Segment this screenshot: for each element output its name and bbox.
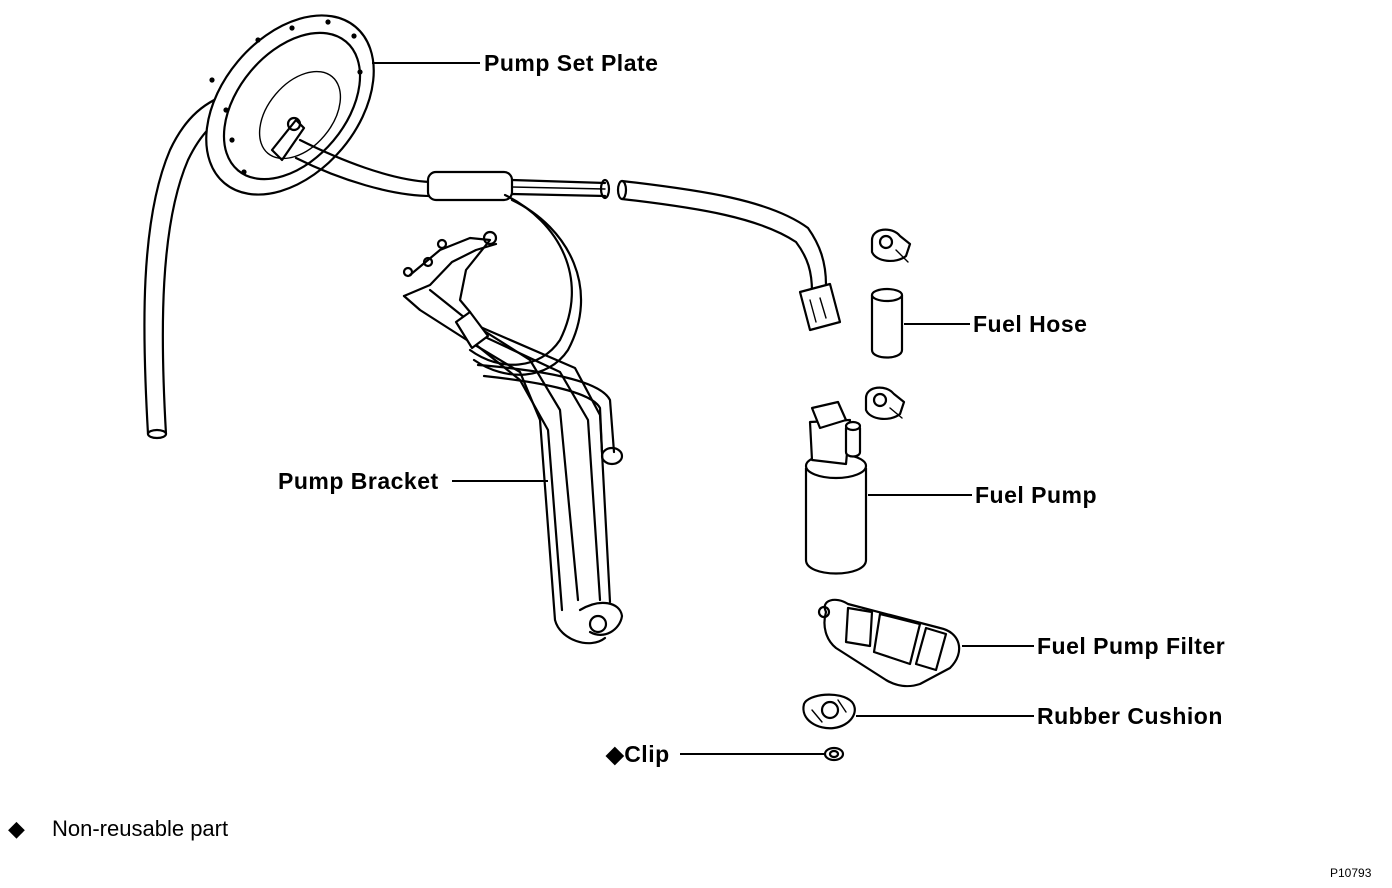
label-fuel-pump: Fuel Pump <box>975 482 1098 508</box>
label-clip: ◆Clip <box>606 741 670 767</box>
clip-drawing <box>823 746 845 762</box>
legend-symbol: ◆ <box>8 816 25 841</box>
hose-clamp-lower <box>864 386 906 420</box>
wire-harness <box>294 138 842 376</box>
fuel-pump-drawing <box>804 400 868 575</box>
label-rubber-cushion: Rubber Cushion <box>1037 703 1223 729</box>
pump-bracket-drawing <box>402 230 624 645</box>
label-fuel-pump-filter: Fuel Pump Filter <box>1037 633 1226 659</box>
rubber-cushion-drawing <box>802 693 856 730</box>
hose-clamp-upper <box>870 228 912 263</box>
fuel-hose-drawing <box>870 287 904 359</box>
label-pump-set-plate: Pump Set Plate <box>484 50 659 76</box>
legend-text: Non-reusable part <box>52 816 229 841</box>
label-fuel-hose: Fuel Hose <box>973 311 1088 337</box>
fuel-pump-filter-drawing <box>817 598 961 688</box>
pump-set-plate <box>205 14 375 196</box>
figure-id: P10793 <box>1330 866 1372 880</box>
label-pump-bracket: Pump Bracket <box>278 468 439 494</box>
